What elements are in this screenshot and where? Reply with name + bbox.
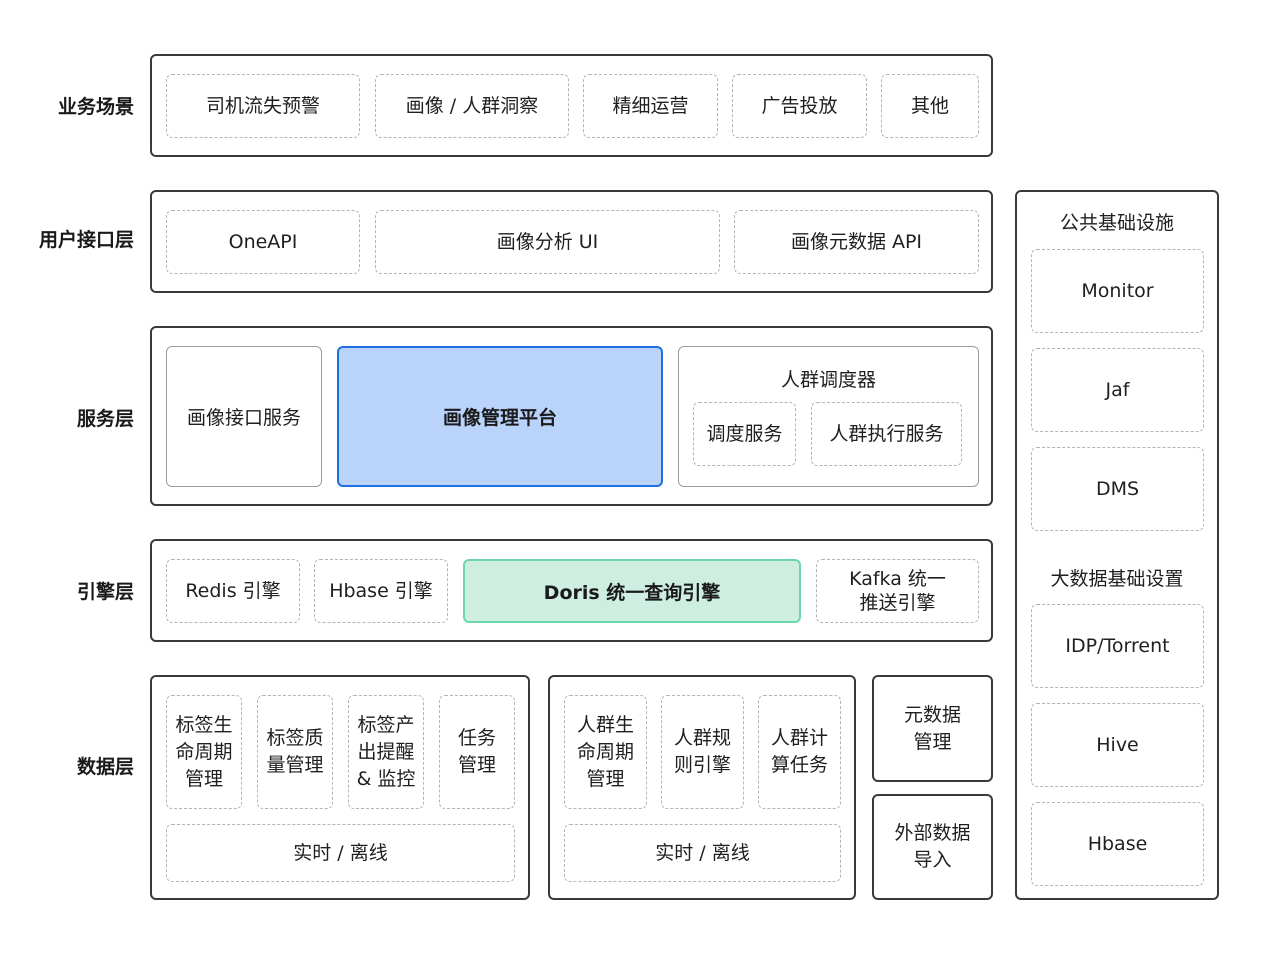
metadata-management: 元数据 管理 [872, 675, 993, 782]
infra-item-hbase: Hbase [1031, 802, 1204, 886]
interface-item-oneapi: OneAPI [166, 210, 360, 274]
engine-item-doris: Doris 统一查询引擎 [463, 559, 801, 623]
business-panel: 司机流失预警 画像 / 人群洞察 精细运营 广告投放 其他 [150, 54, 993, 157]
portrait-interface-service: 画像接口服务 [166, 346, 322, 487]
interface-item-analysis-ui: 画像分析 UI [375, 210, 720, 274]
service-panel: 画像接口服务 画像管理平台 人群调度器 调度服务 人群执行服务 [150, 326, 993, 506]
user-interface-panel: OneAPI 画像分析 UI 画像元数据 API [150, 190, 993, 293]
crowd-scheduler: 人群调度器 调度服务 人群执行服务 [678, 346, 979, 487]
scheduler-item-crowd-exec: 人群执行服务 [811, 402, 962, 466]
crowd-item-lifecycle: 人群生 命周期 管理 [564, 695, 647, 809]
infra-item-idp-torrent: IDP/Torrent [1031, 604, 1204, 688]
tag-realtime-offline: 实时 / 离线 [166, 824, 515, 882]
layer-label-service: 服务层 [76, 408, 134, 430]
external-data-import: 外部数据 导入 [872, 794, 993, 900]
crowd-data-panel: 人群生 命周期 管理 人群规 则引擎 人群计 算任务 实时 / 离线 [548, 675, 856, 900]
business-item-driver-churn: 司机流失预警 [166, 74, 360, 138]
crowd-item-rule-engine: 人群规 则引擎 [661, 695, 744, 809]
layer-label-data: 数据层 [76, 756, 134, 778]
infrastructure-panel: 公共基础设施 Monitor Jaf DMS 大数据基础设置 IDP/Torre… [1015, 190, 1219, 900]
layer-label-business: 业务场景 [57, 96, 134, 118]
engine-item-redis: Redis 引擎 [166, 559, 300, 623]
business-item-ads: 广告投放 [732, 74, 867, 138]
public-infra-title: 公共基础设施 [1059, 212, 1174, 234]
infra-item-monitor: Monitor [1031, 249, 1204, 333]
crowd-scheduler-title: 人群调度器 [780, 369, 876, 391]
crowd-item-compute-task: 人群计 算任务 [758, 695, 841, 809]
scheduler-item-dispatch: 调度服务 [693, 402, 796, 466]
layer-label-engine: 引擎层 [76, 581, 134, 603]
crowd-realtime-offline: 实时 / 离线 [564, 824, 841, 882]
bigdata-infra-title: 大数据基础设置 [1050, 568, 1184, 590]
engine-item-hbase: Hbase 引擎 [314, 559, 448, 623]
tag-item-task: 任务 管理 [439, 695, 515, 809]
engine-item-kafka: Kafka 统一 推送引擎 [816, 559, 979, 623]
business-item-portrait-insight: 画像 / 人群洞察 [375, 74, 569, 138]
engine-panel: Redis 引擎 Hbase 引擎 Doris 统一查询引擎 Kafka 统一 … [150, 539, 993, 642]
tag-item-output-alert: 标签产 出提醒 & 监控 [348, 695, 424, 809]
infra-item-hive: Hive [1031, 703, 1204, 787]
infra-item-dms: DMS [1031, 447, 1204, 531]
portrait-management-platform: 画像管理平台 [337, 346, 663, 487]
tag-item-lifecycle: 标签生 命周期 管理 [166, 695, 242, 809]
business-item-fine-ops: 精细运营 [583, 74, 718, 138]
layer-label-user-interface: 用户接口层 [38, 229, 134, 251]
infra-item-jaf: Jaf [1031, 348, 1204, 432]
tag-item-quality: 标签质 量管理 [257, 695, 333, 809]
business-item-other: 其他 [881, 74, 979, 138]
tag-data-panel: 标签生 命周期 管理 标签质 量管理 标签产 出提醒 & 监控 任务 管理 实时… [150, 675, 530, 900]
interface-item-metadata-api: 画像元数据 API [734, 210, 979, 274]
